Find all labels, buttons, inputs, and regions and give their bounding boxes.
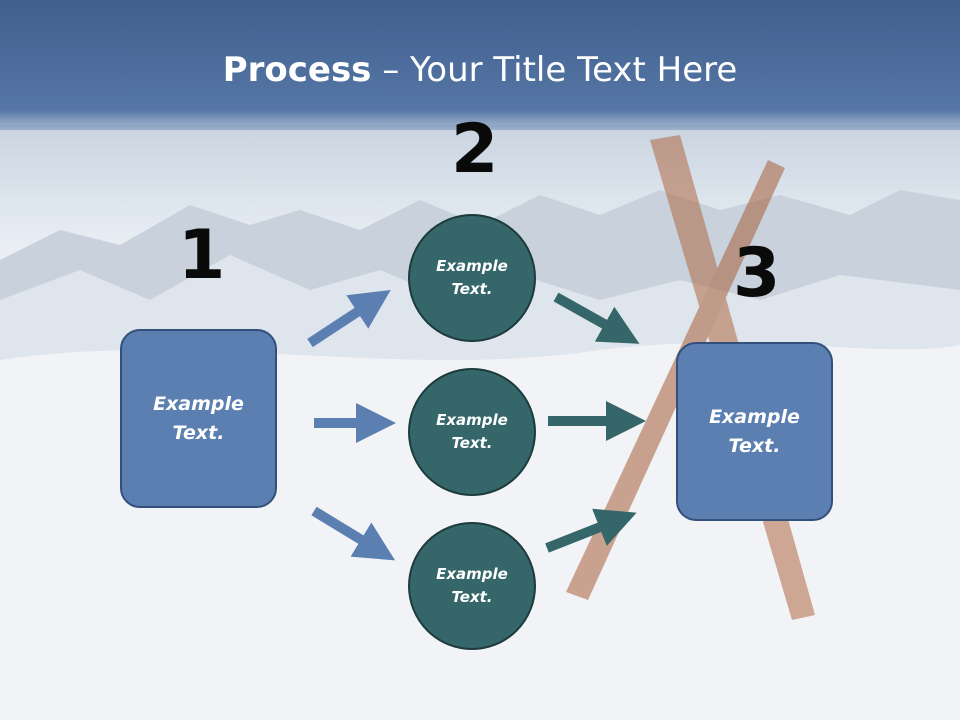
step-number-1: 1	[178, 216, 226, 295]
step-number-2: 2	[451, 110, 499, 189]
step-1-box: Example Text.	[120, 329, 277, 508]
step-2-circle-middle: Example Text.	[408, 368, 536, 496]
slide-title: Process – Your Title Text Here	[0, 50, 960, 90]
step-2-circle-top: Example Text.	[408, 214, 536, 342]
step-number-3: 3	[733, 234, 781, 313]
step-2-circle-bottom: Example Text.	[408, 522, 536, 650]
step-1-label: Example Text.	[153, 392, 244, 444]
step-3-box: Example Text.	[676, 342, 833, 521]
step-2-label-top: Example Text.	[436, 257, 508, 298]
arrow-circle-top-to-box3	[553, 292, 640, 344]
arrow-box1-to-circle-top	[307, 290, 391, 348]
title-banner	[0, 0, 960, 130]
step-3-label: Example Text.	[709, 405, 800, 457]
title-bold: Process	[222, 50, 372, 90]
arrow-box1-to-circle-bottom	[311, 506, 396, 561]
step-2-label-bottom: Example Text.	[436, 565, 508, 606]
title-rest: – Your Title Text Here	[371, 50, 738, 90]
arrow-circle-bottom-to-box3	[545, 508, 637, 553]
step-2-label-middle: Example Text.	[436, 411, 508, 452]
